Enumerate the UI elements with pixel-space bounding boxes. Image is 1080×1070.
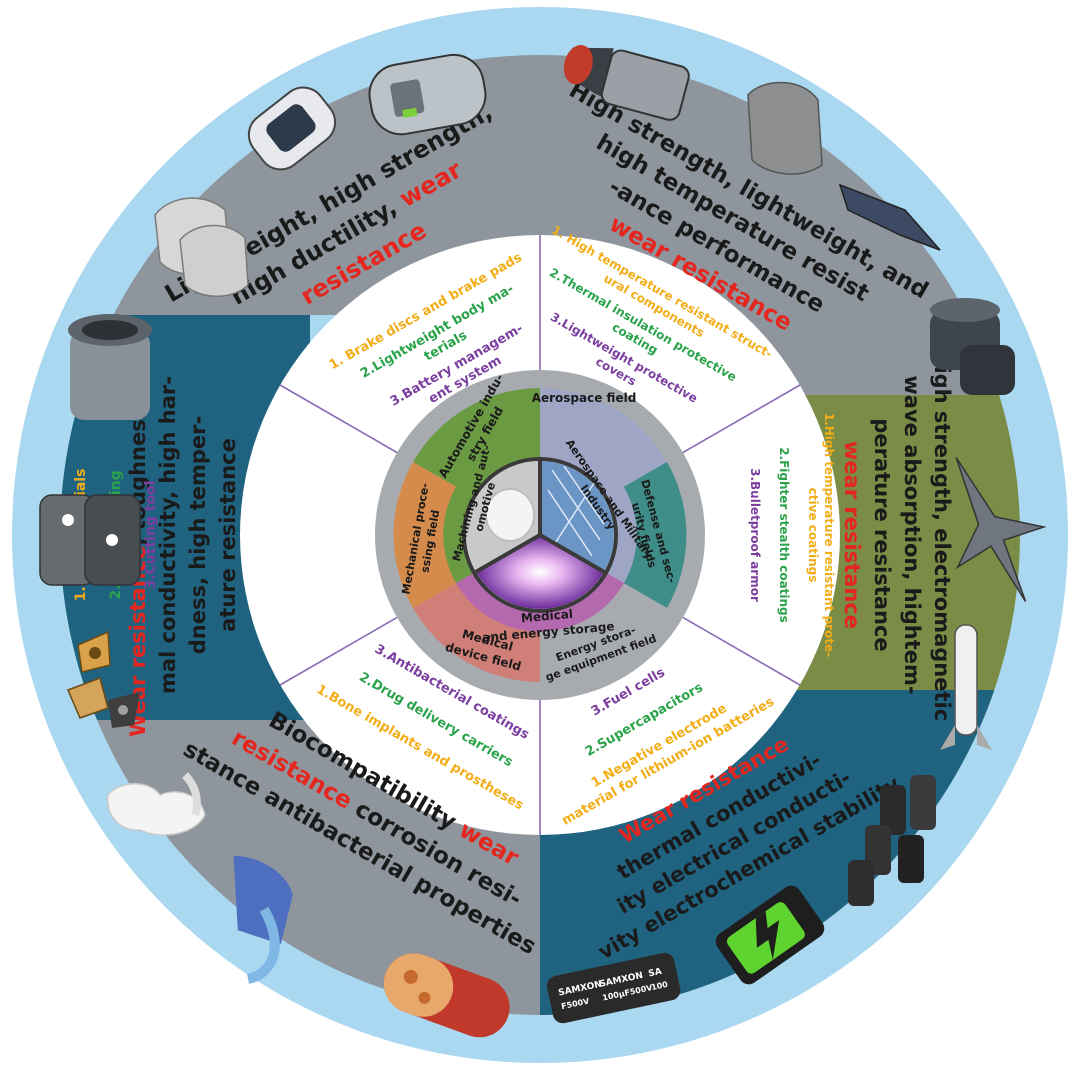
outer-images: SAMXON F500V SAMXON 100μF500V SA 100	[39, 44, 1047, 1038]
property-defense-line3: perature resistance	[870, 418, 894, 651]
cutting-insert-icon	[67, 630, 140, 728]
mold-part-icon	[39, 494, 141, 586]
field-aerospace: Aerospace field	[532, 391, 637, 405]
rocket-engine-icon	[563, 44, 690, 121]
property-defense: High strength, electromagnetic wave abso…	[840, 349, 954, 721]
ceramic-cylinder-icon	[930, 298, 1015, 395]
app-defense-1a: 1.High temperature resistant prote-	[822, 413, 836, 657]
core-divider-right	[539, 533, 607, 575]
heat-shield-icon	[747, 81, 823, 175]
property-mechanical-line3: dness, high temper-	[186, 416, 210, 654]
open-sports-car-icon	[247, 86, 337, 171]
battery-icon	[715, 885, 825, 985]
medical-image	[476, 535, 604, 609]
panel-grid-icon	[547, 465, 605, 557]
property-mechanical-line4: ature resistance	[216, 438, 240, 632]
property-mechanical-line2: mal conductivity, high har-	[156, 376, 180, 694]
capacitors-icon: SAMXON F500V SAMXON 100μF500V SA 100	[546, 952, 681, 1024]
applications-defense: 1.High temperature resistant prote- ctiv…	[748, 413, 836, 657]
core-medical-line1: Medical	[520, 607, 573, 625]
capacitor-brand-3: SA	[648, 967, 663, 980]
missile-icon	[940, 624, 992, 750]
glove-icon	[233, 856, 293, 984]
app-mechanical-3: 3.Cutting tool	[143, 480, 159, 589]
property-defense-line2: wave absorption, hightem-	[900, 375, 924, 694]
powder-pile-icon	[485, 488, 535, 542]
app-defense-2: 2.Fighter stealth coatings	[777, 447, 791, 623]
furnace-tube-icon	[68, 314, 152, 420]
electric-car-icon	[368, 53, 487, 136]
dental-implant-icon	[106, 772, 206, 836]
property-defense-line4: wear resistance	[840, 441, 864, 629]
property-defense-line1: High strength, electromagnetic	[930, 349, 954, 721]
brake-pads-icon	[154, 197, 249, 298]
fairing-icon	[838, 183, 941, 251]
capacitor-spec-3: 100	[650, 980, 669, 992]
app-defense-3: 3.Bulletproof armor	[748, 468, 762, 602]
app-defense-1b: ctive coatings	[806, 488, 820, 583]
fighter-jet-icon	[955, 457, 1047, 603]
core-divider-left	[473, 533, 541, 575]
graphite-rods-icon	[848, 775, 936, 906]
capsule-icon	[383, 953, 510, 1038]
